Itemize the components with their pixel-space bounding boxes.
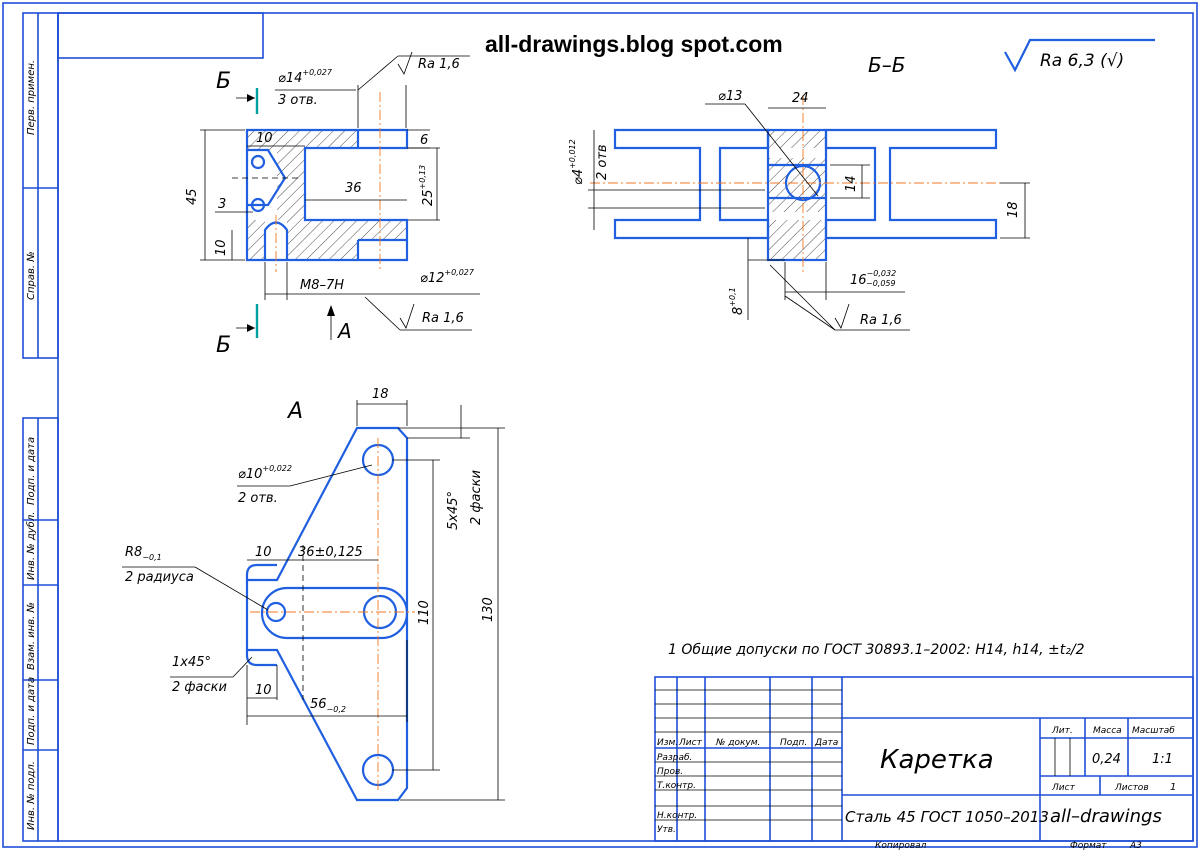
tb-header-izm: Изм. <box>657 738 678 748</box>
tb-part-name: Каретка <box>880 745 994 775</box>
tb-scale: 1:1 <box>1152 752 1173 767</box>
va-dim-10-bottom: 10 <box>255 683 272 698</box>
va-dim-130: 130 <box>481 597 496 622</box>
section-view: Б–Б 24 ⌀13 ⌀4+0,012 2 отв 14 18 8+0,1 <box>568 53 1030 331</box>
sec-dim-4-count: 2 отв <box>595 144 610 180</box>
dim-3: 3 <box>218 197 226 212</box>
va-dim-chamfer1: 1x45° <box>172 655 211 670</box>
tb-scale-label: Масштаб <box>1132 726 1175 736</box>
tb-sheets: 1 <box>1170 782 1176 793</box>
main-view: Б Б A ⌀14+0,027 3 отв. Ra 1,6 10 6 45 36… <box>185 51 480 358</box>
general-note: 1 Общие допуски по ГОСТ 30893.1–2002: H1… <box>668 642 1085 658</box>
watermark-text: all-drawings.blog spot.com <box>485 31 783 57</box>
strip-label-perv: Перв. примен. <box>26 60 37 135</box>
sec-dim-13: ⌀13 <box>718 89 742 104</box>
side-strip-labels: Перв. примен. Справ. № Подп. и дата Инв.… <box>25 60 37 830</box>
dim-10-left: 10 <box>214 239 229 256</box>
tb-material: Сталь 45 ГОСТ 1050–2013 <box>845 808 1049 826</box>
tb-header-list: Лист <box>678 738 703 748</box>
dim-25: 25+0,13 <box>418 165 436 206</box>
dim-6: 6 <box>420 133 428 148</box>
va-dim-18: 18 <box>372 387 389 402</box>
strip-label-podp2: Подп. и дата <box>26 677 37 745</box>
va-dim-r8-count: 2 радиуса <box>125 570 194 585</box>
dim-36: 36 <box>345 181 362 196</box>
strip-label-sprav: Справ. № <box>26 251 37 300</box>
section-mark-bottom: Б <box>216 333 231 358</box>
tb-role-tkontr: Т.контр. <box>657 781 696 791</box>
va-dim-56: 56−0,2 <box>310 697 346 714</box>
tb-sheets-label: Листов <box>1114 783 1149 793</box>
va-dim-chamfer5: 5x45° <box>446 491 461 530</box>
strip-label-dubl: Инв. № дубл. <box>25 512 37 580</box>
dim-hole14: ⌀14+0,027 <box>278 68 333 86</box>
view-arrow-a: A <box>336 319 352 343</box>
view-a-title: A <box>286 399 303 424</box>
dim-10-top: 10 <box>256 131 273 146</box>
section-title: Б–Б <box>868 53 905 77</box>
tb-sheet-label: Лист <box>1051 783 1076 793</box>
dim-ra-top: Ra 1,6 <box>418 57 460 72</box>
tb-format-label: Формат <box>1070 841 1107 850</box>
title-block: Изм. Лист № докум. Подп. Дата Разраб. Пр… <box>654 676 1194 850</box>
sec-dim-16: 16−0,032 <box>850 269 896 288</box>
va-dim-hole10: ⌀10+0,022 <box>238 464 292 482</box>
strip-label-podl: Инв. № подл. <box>26 761 37 830</box>
dim-ra-bottom: Ra 1,6 <box>422 311 464 326</box>
sec-dim-14: 14 <box>844 175 859 192</box>
va-dim-hole10-count: 2 отв. <box>238 491 278 506</box>
tb-header-doc: № докум. <box>715 738 760 748</box>
tb-copied: Копировал <box>875 841 927 850</box>
tb-lit-label: Лит. <box>1051 726 1073 736</box>
dim-hole12: ⌀12+0,027 <box>420 268 475 286</box>
va-dim-110: 110 <box>417 600 432 625</box>
tb-mass: 0,24 <box>1092 752 1121 767</box>
tb-header-podp: Подп. <box>780 738 807 748</box>
view-a: A 18 5x45° 2 фаски ⌀10+0,022 2 отв. 110 … <box>122 387 505 802</box>
sec-dim-8: 8+0,1 <box>728 287 746 315</box>
tb-role-razrab: Разраб. <box>657 753 692 763</box>
dim-45: 45 <box>185 188 200 205</box>
sec-dim-24: 24 <box>792 91 809 106</box>
sec-dim-4: ⌀4+0,012 <box>568 139 586 185</box>
tb-format-value: A3 <box>1129 841 1142 850</box>
va-dim-chamfer1-count: 2 фаски <box>172 680 227 695</box>
general-roughness-label: Ra 6,3 (√) <box>1040 51 1124 71</box>
va-dim-36: 36±0,125 <box>298 545 363 560</box>
va-dim-r8: R8−0,1 <box>125 545 162 562</box>
tb-role-utv: Утв. <box>657 825 676 835</box>
dim-hole14-count: 3 отв. <box>278 93 318 108</box>
dim-thread: M8–7H <box>300 278 344 293</box>
strip-label-podp1: Подп. и дата <box>26 437 37 505</box>
tb-role-prov: Пров. <box>657 767 683 777</box>
strip-label-vzam: Взам. инв. № <box>26 602 37 670</box>
tb-org: all–drawings <box>1050 806 1162 827</box>
va-dim-chamfer5-count: 2 фаски <box>469 470 484 525</box>
sec-dim-18: 18 <box>1006 201 1021 218</box>
general-roughness: Ra 6,3 (√) <box>1004 38 1155 73</box>
sec-dim-ra: Ra 1,6 <box>860 313 902 328</box>
tb-role-nkontr: Н.контр. <box>657 811 697 821</box>
sec-dim-16-low: −0,059 <box>866 279 896 288</box>
va-dim-10-top: 10 <box>255 545 272 560</box>
tb-header-data: Дата <box>814 738 838 748</box>
section-mark-top: Б <box>216 69 231 94</box>
tb-mass-label: Масса <box>1093 726 1122 736</box>
